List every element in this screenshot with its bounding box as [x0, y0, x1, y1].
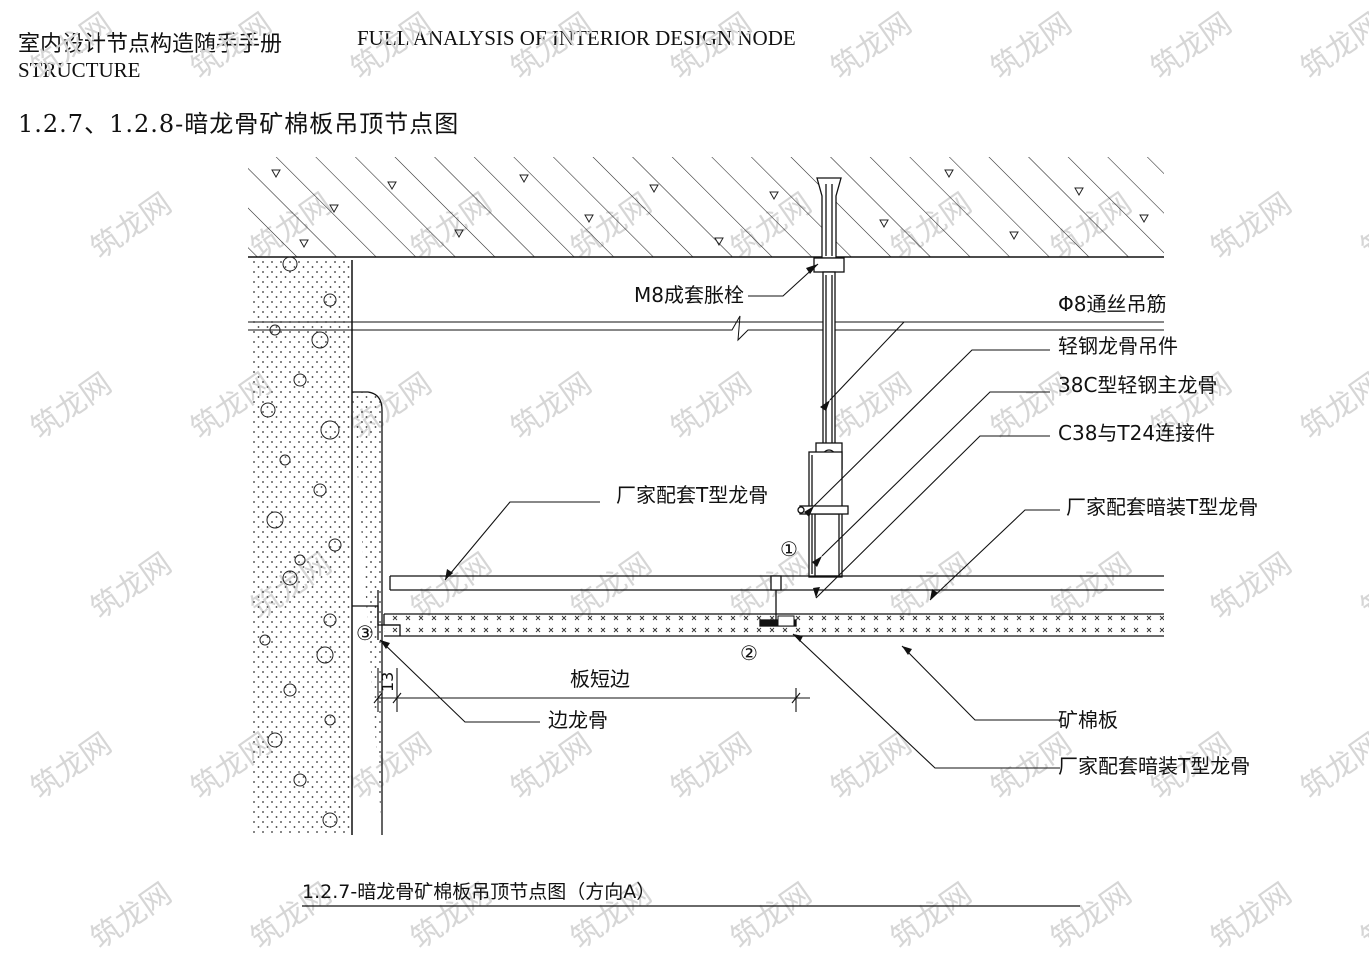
watermark-text: 筑龙网: [85, 186, 179, 266]
label-edge-runner: 边龙骨: [548, 708, 608, 732]
leader-lines: [379, 263, 1060, 769]
label-concealed-t-runner: 厂家配套暗装T型龙骨: [1066, 495, 1258, 519]
break-line: [248, 315, 1164, 342]
watermark-text: 筑龙网: [1205, 876, 1299, 956]
watermark-text: 筑龙网: [1205, 186, 1299, 266]
watermark-text: 筑龙网: [1205, 546, 1299, 626]
label-connector: C38与T24连接件: [1058, 421, 1215, 445]
concrete-slab: [248, 157, 1164, 258]
label-concealed-t-runner-2: 厂家配套暗装T型龙骨: [1058, 754, 1250, 778]
watermark-text: 筑龙网: [505, 366, 599, 446]
watermark-text: 筑龙网: [985, 6, 1079, 86]
detail-mark-2: ②: [740, 641, 758, 665]
watermark-text: 筑龙网: [1355, 186, 1369, 266]
watermark-text: 筑龙网: [505, 726, 599, 806]
watermark-text: 筑龙网: [345, 6, 439, 86]
watermark-text: 筑龙网: [1295, 6, 1369, 86]
watermark-text: 筑龙网: [25, 366, 119, 446]
concrete-wall: [252, 256, 383, 835]
watermark-text: 筑龙网: [1045, 876, 1139, 956]
watermark-text: 筑龙网: [825, 6, 919, 86]
label-main-runner: 38C型轻钢主龙骨: [1058, 373, 1217, 397]
label-t-runner: 厂家配套T型龙骨: [616, 483, 768, 507]
mineral-board: [383, 613, 1164, 637]
watermark-text: 筑龙网: [885, 876, 979, 956]
watermark-text: 筑龙网: [85, 546, 179, 626]
book-title-english-line2: STRUCTURE: [18, 58, 141, 82]
watermark-text: 筑龙网: [665, 366, 759, 446]
label-mineral-board: 矿棉板: [1058, 708, 1118, 732]
book-title-english: FULL ANALYSIS OF INTERIOR DESIGN NODE: [357, 26, 796, 50]
watermark-text: 筑龙网: [1355, 546, 1369, 626]
watermark-text: 筑龙网: [1295, 726, 1369, 806]
label-short-side: 板短边: [570, 667, 630, 691]
watermark-text: 筑龙网: [825, 366, 919, 446]
label-hanger-rod: Φ8通丝吊筋: [1058, 292, 1166, 316]
watermark-text: 筑龙网: [665, 6, 759, 86]
watermark-text: 筑龙网: [1355, 876, 1369, 956]
watermark-text: 筑龙网: [505, 6, 599, 86]
watermark-text: 筑龙网: [185, 6, 279, 86]
watermark-text: 筑龙网: [665, 726, 759, 806]
label-dimension-13: 13: [378, 672, 397, 692]
watermark-text: 筑龙网: [345, 726, 439, 806]
dimension-line: [373, 668, 810, 712]
detail-mark-3: ③: [356, 621, 374, 645]
edge-runner: [352, 590, 400, 640]
watermark-text: 筑龙网: [1295, 366, 1369, 446]
watermark-text: 筑龙网: [725, 876, 819, 956]
watermark-text: 筑龙网: [1145, 6, 1239, 86]
section-title: 1.2.7、1.2.8-暗龙骨矿棉板吊顶节点图: [18, 110, 460, 138]
detail-mark-1: ①: [780, 537, 798, 561]
leader-arrows: [380, 264, 938, 655]
label-anchor-bolt: M8成套胀栓: [634, 283, 744, 307]
book-title: 室内设计节点构造随手手册: [18, 32, 283, 57]
watermark-text: 筑龙网: [85, 876, 179, 956]
watermark-text: 筑龙网: [25, 6, 119, 86]
watermark-text: 筑龙网: [25, 726, 119, 806]
hanger-rod: [815, 271, 843, 470]
watermark-layer: 筑龙网筑龙网筑龙网筑龙网筑龙网筑龙网筑龙网筑龙网筑龙网筑龙网筑龙网筑龙网筑龙网筑…: [25, 6, 1369, 956]
drawing-caption: 1.2.7-暗龙骨矿棉板吊顶节点图（方向A）: [302, 881, 655, 903]
label-hanger-clip: 轻钢龙骨吊件: [1058, 334, 1178, 358]
